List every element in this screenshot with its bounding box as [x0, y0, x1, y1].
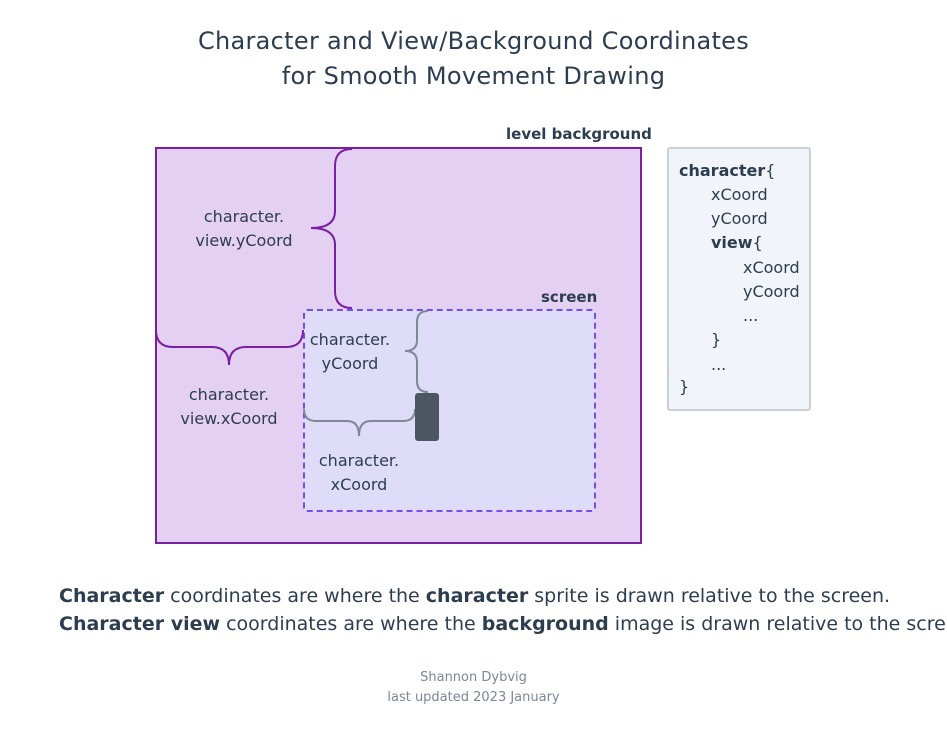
view-ycoord-label: character. view.yCoord	[195, 207, 293, 250]
description-line2: Character view coordinates are where the…	[59, 613, 947, 635]
screen-box	[303, 309, 596, 512]
code-line-ycoord: yCoord	[711, 209, 768, 228]
footer-author: Shannon Dybvig	[420, 670, 527, 685]
char-ycoord-brace	[404, 310, 429, 393]
code-line-view: view{	[711, 233, 763, 252]
code-line-view-close: }	[711, 330, 722, 349]
code-line-view-xcoord: xCoord	[743, 258, 800, 277]
character-sprite	[415, 393, 439, 441]
char-xcoord-brace	[303, 408, 416, 437]
description-line1: Character coordinates are where the char…	[59, 585, 891, 607]
level-background-label: level background	[506, 125, 652, 143]
code-line-view-ycoord: yCoord	[743, 282, 800, 301]
code-line-ellipsis: ...	[711, 355, 727, 374]
footer-updated: last updated 2023 January	[387, 690, 560, 705]
view-ycoord-brace	[310, 148, 353, 309]
char-xcoord-label: character. xCoord	[318, 451, 400, 494]
view-xcoord-label: character. view.xCoord	[180, 385, 278, 428]
code-line-view-ellipsis: ...	[743, 306, 759, 325]
char-ycoord-label: character. yCoord	[309, 330, 391, 373]
diagram-title-line2: for Smooth Movement Drawing	[281, 62, 666, 90]
screen-label: screen	[541, 288, 598, 306]
code-line-character: character{	[679, 161, 776, 180]
code-structure-box	[667, 147, 811, 411]
view-xcoord-brace	[155, 329, 304, 366]
diagram-title-line1: Character and View/Background Coordinate…	[197, 27, 750, 55]
code-line-character-close: }	[679, 377, 690, 396]
code-line-xcoord: xCoord	[711, 185, 768, 204]
